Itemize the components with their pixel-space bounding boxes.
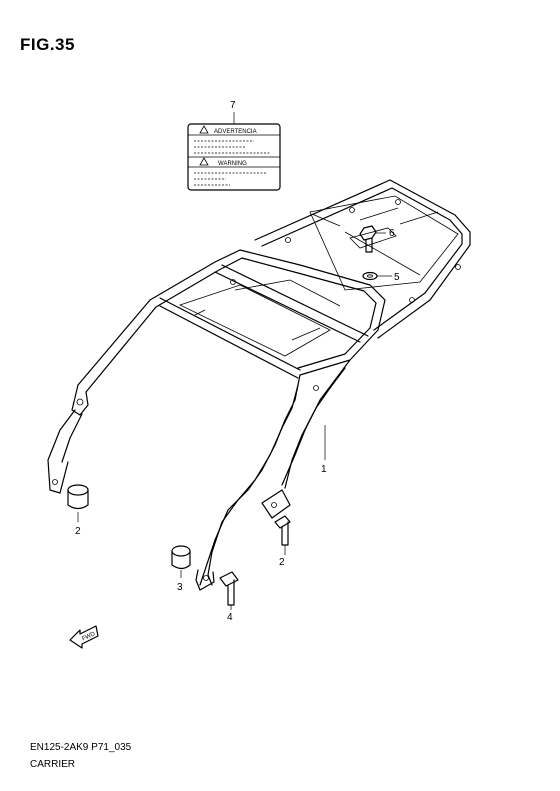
figure-caption: CARRIER xyxy=(30,759,76,770)
fwd-text: FWD xyxy=(81,631,97,642)
callout-4: 4 xyxy=(227,612,233,623)
spacer-3 xyxy=(171,545,191,570)
bolt-2-right xyxy=(274,515,291,546)
bolt-4 xyxy=(219,571,239,606)
callout-2-left: 2 xyxy=(75,526,81,537)
callout-6: 6 xyxy=(389,228,395,239)
bolt-6 xyxy=(359,225,377,253)
warning-triangle-icon xyxy=(199,157,209,166)
fwd-arrow-icon: FWD xyxy=(69,625,99,649)
carrier-frame xyxy=(47,179,471,591)
figure-code: EN125-2AK9 P71_035 xyxy=(30,742,132,753)
warning-label: ADVERTENCIA WARNING xyxy=(187,123,281,191)
callout-3: 3 xyxy=(177,582,183,593)
washer-5 xyxy=(362,271,378,281)
figure-title: FIG.35 xyxy=(20,35,75,54)
warning-triangle-icon xyxy=(199,125,209,134)
callout-1: 1 xyxy=(321,464,327,475)
label-advertencia: ADVERTENCIA xyxy=(214,129,257,135)
spacer-2-left xyxy=(67,484,89,510)
callout-2-right: 2 xyxy=(279,557,285,568)
label-warning: WARNING xyxy=(218,161,247,167)
callout-7: 7 xyxy=(230,100,236,111)
callout-5: 5 xyxy=(394,272,400,283)
